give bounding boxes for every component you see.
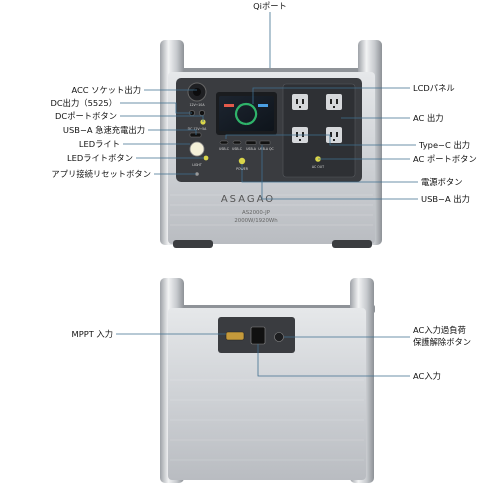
ac-input-port — [250, 326, 266, 345]
dc-5525-port-b — [199, 110, 205, 116]
label-dc-output: DC出力（5525） — [51, 98, 118, 108]
label-usb-a-output: USB−A 出力 — [421, 194, 470, 204]
callout-lines — [116, 12, 418, 377]
callout-labels: Qiポート ACC ソケット出力 DC出力（5525） DCポートボタン USB… — [51, 1, 477, 381]
spec-text: 2000W/1920Wh — [234, 218, 277, 224]
led-button-text: LIGHT — [192, 163, 202, 167]
label-led-light: LEDライト — [79, 139, 120, 149]
line-dc — [120, 102, 192, 114]
led-light — [189, 141, 205, 157]
mppt-input-port — [225, 331, 245, 341]
ac-outlet-2 — [326, 94, 342, 110]
lcd-battery-ring — [234, 102, 258, 126]
ac-outlet-1 — [292, 94, 308, 110]
label-dc-port-button: DCポートボタン — [55, 111, 117, 121]
front-unit: 12V⎓10A DC 12V⎓5A LIGHT USB-C USB-C USB-… — [160, 40, 382, 248]
usb-a-port-1 — [245, 140, 257, 145]
label-ac-port-button: AC ポートボタン — [413, 154, 477, 164]
acc-port-text: 12V⎓10A — [189, 103, 205, 107]
usba-text-2: USB-A QC — [258, 147, 274, 151]
usbc-text-2: USB-C — [232, 147, 243, 151]
label-qi-port: Qiポート — [253, 1, 287, 11]
line-lcd — [252, 87, 410, 104]
usb-a-fast-port — [189, 132, 202, 138]
label-led-light-button: LEDライトボタン — [67, 153, 133, 163]
line-typec — [225, 134, 416, 146]
dc-port-text: DC 12V⎓5A — [188, 127, 208, 131]
label-ac-input: AC入力 — [413, 371, 441, 381]
app-reset-button[interactable] — [195, 172, 199, 176]
label-usb-a-fast: USB−A 急速充電出力 — [63, 125, 145, 135]
usb-a-port-2 — [259, 140, 271, 145]
usb-port-row: USB-C USB-C USB-A USB-A QC — [219, 140, 275, 151]
label-ac-overload-line1: AC入力過負荷 — [413, 325, 466, 335]
ac-outlet-slots — [296, 99, 338, 141]
led-light-button[interactable] — [203, 155, 209, 161]
label-acc-socket: ACC ソケット出力 — [71, 85, 141, 95]
label-ac-overload-line2: 保護解除ボタン — [413, 337, 471, 347]
brand-text: ASAGAO — [221, 194, 275, 205]
label-app-reset-button: アプリ接続リセットボタン — [51, 169, 151, 179]
lcd-panel — [219, 96, 274, 131]
back-brushed-lines — [170, 379, 364, 461]
power-button[interactable] — [238, 157, 246, 165]
lcd-right-bar — [258, 104, 268, 107]
label-mppt-input: MPPT 入力 — [72, 329, 113, 339]
type-c-port-1 — [219, 140, 229, 145]
back-body — [168, 308, 366, 480]
back-unit — [160, 278, 375, 483]
type-c-port-2 — [232, 140, 242, 145]
line-usb-fast — [148, 129, 197, 135]
label-type-c-output: Type−C 出力 — [418, 140, 470, 150]
lcd-left-bar — [224, 104, 234, 107]
label-lcd-panel: LCDパネル — [413, 83, 455, 93]
line-usba — [261, 145, 418, 200]
line-power — [241, 164, 418, 183]
right-foot — [332, 240, 372, 248]
brushed-lines — [170, 194, 373, 226]
left-foot — [173, 240, 213, 248]
line-dc-btn — [120, 115, 204, 122]
ac-overload-reset-button[interactable] — [274, 332, 284, 342]
usbc-text-1: USB-C — [219, 147, 230, 151]
label-power-button: 電源ボタン — [421, 177, 463, 187]
model-text: AS2000-JP — [242, 210, 271, 216]
label-ac-output: AC 出力 — [413, 113, 444, 123]
acc-socket-inner — [193, 88, 201, 96]
ac-button-text: AC OUT — [312, 165, 324, 169]
line-ac-input — [257, 344, 410, 377]
usba-text-1: USB-A — [246, 147, 257, 151]
